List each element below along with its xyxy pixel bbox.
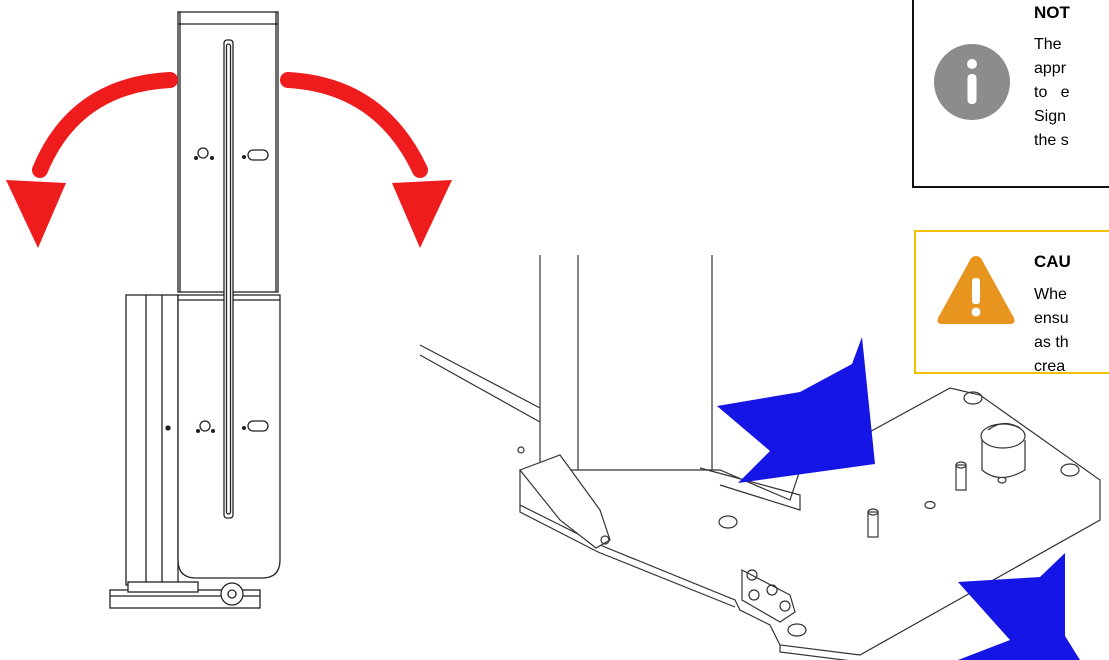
rotation-arrows — [6, 72, 452, 248]
caution-box — [914, 230, 1109, 374]
warning-icon — [937, 256, 1015, 324]
note-line-3: to e — [1034, 84, 1070, 101]
caution-title: CAU — [1034, 252, 1071, 271]
push-arrows — [717, 337, 1080, 660]
column-front-view — [109, 11, 281, 609]
note-line-2: appr — [1034, 60, 1067, 77]
caution-line-3: as th — [1034, 334, 1069, 351]
caution-line-4: crea — [1034, 358, 1066, 375]
note-line-1: The — [1034, 36, 1062, 53]
info-icon — [934, 44, 1010, 120]
caution-line-2: ensu — [1034, 310, 1069, 327]
note-line-4: Sign — [1034, 108, 1067, 125]
note-title: NOT — [1034, 3, 1070, 22]
note-line-5: the s — [1034, 132, 1069, 149]
caution-line-1: Whe — [1034, 286, 1067, 303]
base-plate-detail — [419, 255, 1101, 660]
